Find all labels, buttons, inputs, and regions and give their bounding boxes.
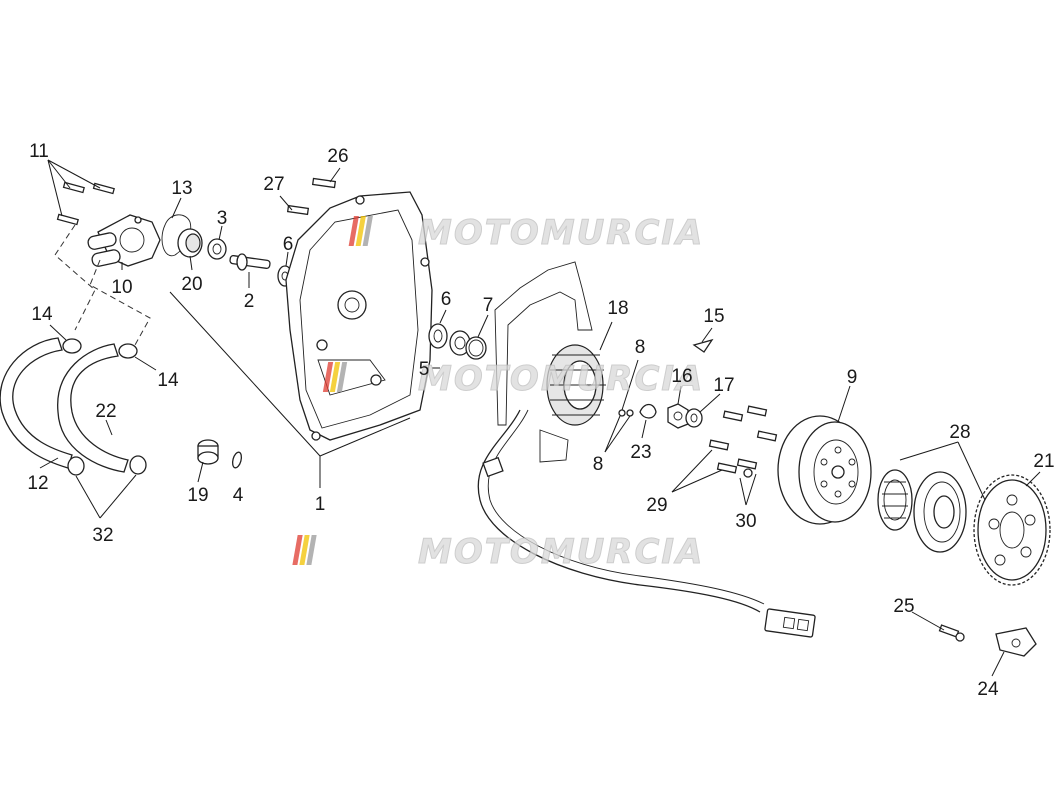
callout-17: 17 [713,375,734,396]
leader-lines [39,159,1041,677]
starter-bolts [708,405,778,478]
crankcase-half [285,191,433,441]
watermark-text: MOTOMURCIA [418,359,704,399]
callout-labels: 11 13 3 10 20 2 6 27 26 14 14 22 12 32 1… [27,141,1054,700]
callout-3: 3 [217,208,228,229]
callout-7: 7 [483,295,494,316]
callout-12: 12 [27,473,48,494]
pump-cover-screws [56,181,115,226]
starter-clutch [913,471,967,553]
flywheel-washer [685,408,703,428]
callout-16: 16 [671,366,692,387]
callout-23: 23 [630,442,651,463]
callout-30: 30 [735,511,756,532]
callout-8a: 8 [635,337,646,358]
callout-10: 10 [111,277,132,298]
watermark-stripe [322,362,334,392]
pump-bearing [207,238,227,260]
callout-4: 4 [233,485,244,506]
plug-o-ring [231,451,243,469]
flywheel-nut [667,403,689,429]
callout-5: 5 [419,359,430,380]
callout-20: 20 [181,274,202,295]
starter-gear [973,474,1051,586]
watermark-3: MOTOMURCIA [292,532,704,573]
watermark-stripe [362,216,373,246]
callout-1: 1 [315,494,326,515]
watermark-stripe [299,535,310,565]
callout-14a: 14 [31,304,53,325]
watermark-stripe [329,362,341,392]
mounting-bracket [995,627,1037,657]
half-moon-key [692,338,714,353]
callout-29: 29 [646,495,667,516]
small-bolt [938,624,965,642]
cover-gasket [494,261,593,426]
watermark-text: MOTOMURCIA [418,213,704,253]
watermark-stripe [348,216,359,246]
starter-clutch-bearing [877,469,913,531]
callout-26: 26 [327,146,348,167]
oil-seal [428,323,448,349]
callout-19: 19 [187,485,208,506]
callout-13: 13 [171,178,192,199]
connector-plug [764,608,816,638]
drain-plug [197,439,219,465]
watermark-2: MOTOMURCIA [322,359,704,400]
hose-routing-guide [54,224,151,346]
stator [546,344,606,426]
callout-6a: 6 [283,234,294,255]
watermarks: MOTOMURCIA MOTOMURCIA MOTOMURCIA [292,213,704,573]
water-pump-cover [87,214,161,267]
callout-27: 27 [263,174,284,195]
callout-32: 32 [92,525,113,546]
callout-2: 2 [244,291,255,312]
watermark-stripe [292,535,303,565]
callout-6b: 6 [441,289,452,310]
crankcase-screws [286,177,337,216]
callout-8b: 8 [593,454,604,475]
o-ring [465,336,487,360]
callout-14b: 14 [157,370,179,391]
woodruff-key [639,403,657,419]
wiring-harness [477,409,765,613]
pump-shaft [229,253,271,271]
callout-21: 21 [1033,451,1054,472]
coolant-hose-right [57,343,129,473]
callout-25: 25 [893,596,914,617]
callout-24: 24 [977,679,999,700]
watermark-stripe [306,535,317,565]
circlips [618,409,634,417]
hose-clamps [62,338,147,476]
watermark-text: MOTOMURCIA [418,532,704,572]
callout-22: 22 [95,401,116,422]
watermark-stripe [355,216,366,246]
callout-9: 9 [847,367,858,388]
callout-11: 11 [29,141,49,162]
callout-28: 28 [949,422,970,443]
flywheel [777,415,872,525]
callout-15: 15 [703,306,724,327]
watermark-stripe [336,362,348,392]
pump-impeller [177,228,203,258]
callout-18: 18 [607,298,628,319]
watermark-1: MOTOMURCIA [348,213,704,254]
